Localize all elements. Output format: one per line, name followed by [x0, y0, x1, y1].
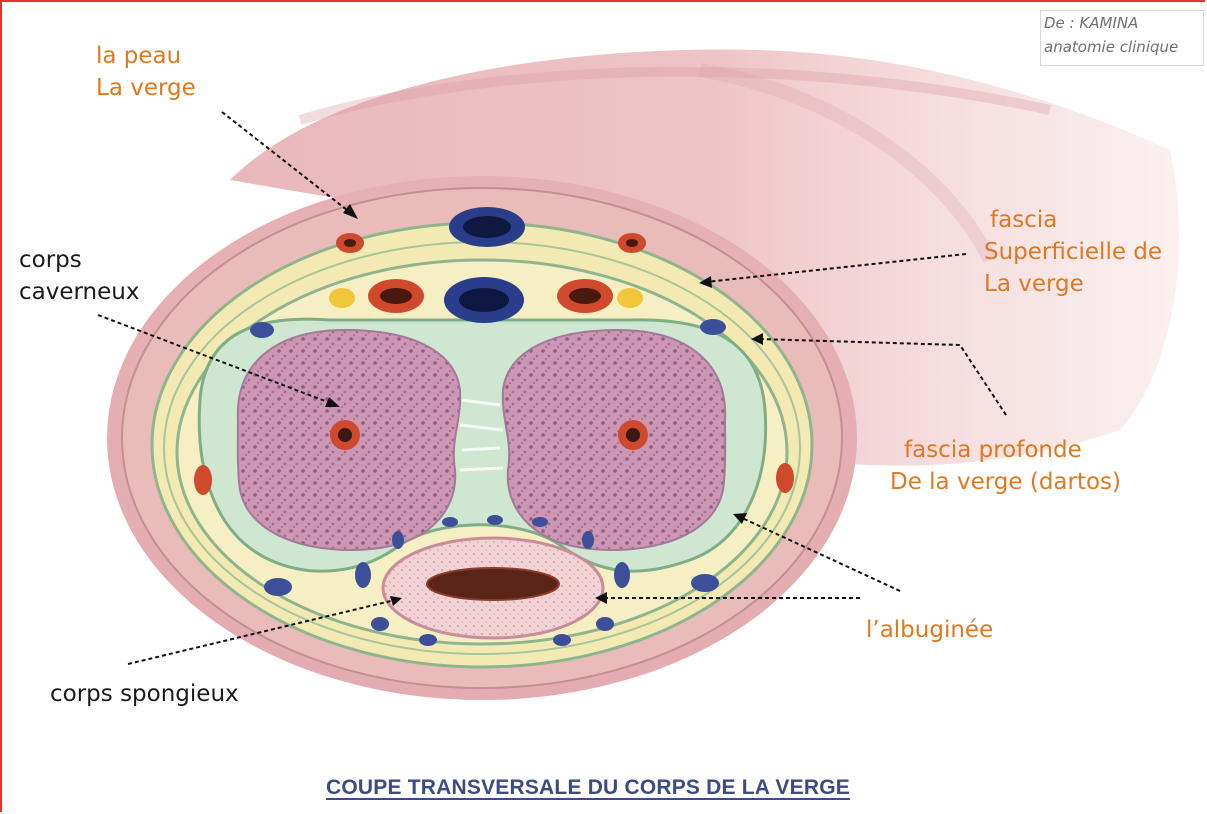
label-corps-spongieux: corps spongieux [50, 678, 239, 710]
label-caverneux-line1: corps [19, 244, 139, 276]
figure-title: COUPE TRANSVERSALE DU CORPS DE LA VERGE [258, 776, 918, 800]
label-la-peau: la peau La verge [96, 40, 196, 104]
source-credit: De : KAMINA anatomie clinique [1040, 10, 1204, 66]
label-albuginee: l’albuginée [866, 614, 993, 646]
label-profonde-line2: De la verge (dartos) [890, 466, 1121, 498]
label-fascia-profonde: fascia profonde De la verge (dartos) [890, 434, 1121, 498]
label-profonde-line1: fascia profonde [890, 434, 1121, 466]
superficial-dorsal-vein [449, 207, 525, 247]
urethra [427, 568, 559, 600]
label-peau-line1: la peau [96, 40, 196, 72]
deep-artery-left [330, 420, 360, 450]
dorsal-artery-right [557, 279, 613, 313]
label-caverneux-line2: caverneux [19, 276, 139, 308]
credit-line-1: De : KAMINA [1044, 11, 1203, 35]
label-peau-line2: La verge [96, 72, 196, 104]
label-superficielle-line1: fascia [984, 204, 1162, 236]
label-corps-caverneux: corps caverneux [19, 244, 139, 308]
credit-line-2: anatomie clinique [1044, 35, 1203, 59]
label-superficielle-line3: La verge [984, 268, 1162, 300]
deep-dorsal-vein [444, 277, 524, 323]
corpus-cavernosum-right [503, 330, 725, 550]
label-superficielle-line2: Superficielle de [984, 236, 1162, 268]
deep-artery-right [618, 420, 648, 450]
dorsal-artery-left [368, 279, 424, 313]
label-fascia-superficielle: fascia Superficielle de La verge [984, 204, 1162, 300]
